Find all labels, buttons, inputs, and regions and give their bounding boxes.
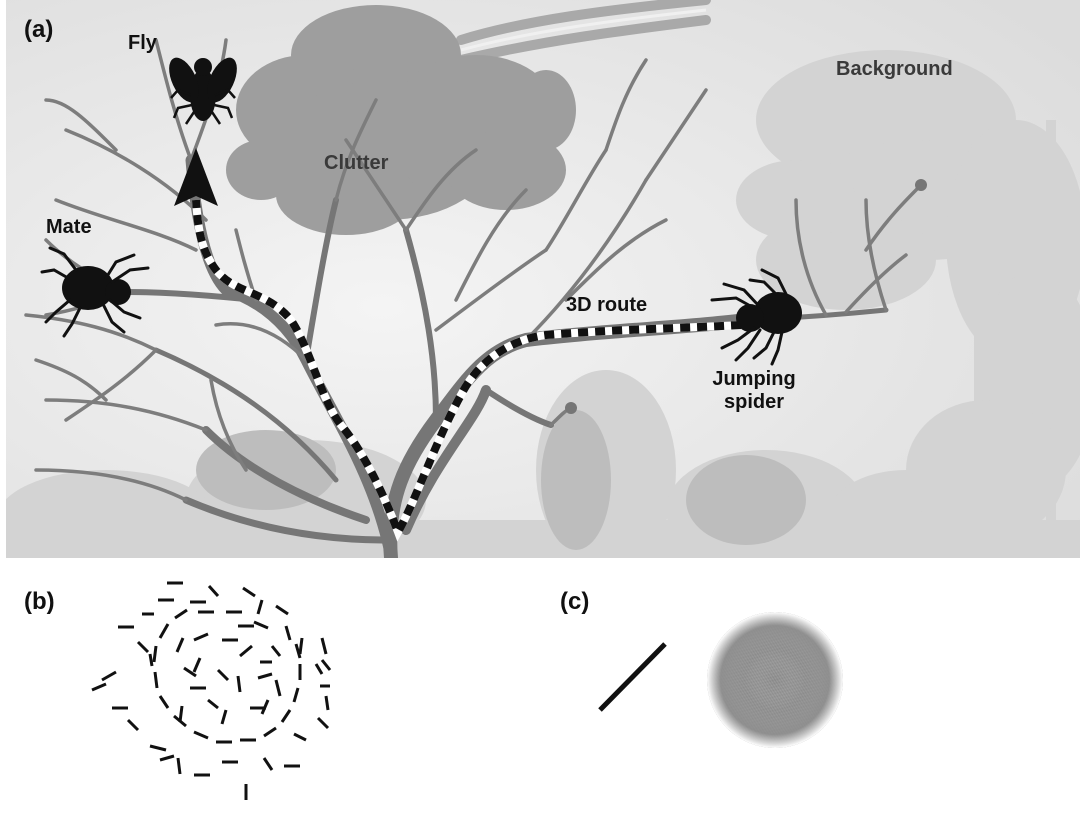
fly-label: Fly xyxy=(128,32,157,55)
oriented-line xyxy=(600,644,665,710)
clutter-label: Clutter xyxy=(324,152,388,175)
panel-b-letter: (b) xyxy=(24,588,55,616)
panels-b-c-graphics xyxy=(0,560,1080,818)
forest-scene xyxy=(6,0,1080,558)
jumping-spider-label: Jumping spider xyxy=(704,368,804,414)
fly-silhouette xyxy=(163,53,243,124)
jumping-spider-label-line1: Jumping xyxy=(704,368,804,391)
gabor-patch xyxy=(707,612,843,748)
panel-a-letter: (a) xyxy=(24,16,53,44)
jumping-spider-label-line2: spider xyxy=(704,391,804,414)
panels-b-c: (b) (c) xyxy=(0,560,1080,818)
panel-c-letter: (c) xyxy=(560,588,589,616)
background-label: Background xyxy=(836,58,953,81)
contour-field xyxy=(92,583,330,800)
panel-a-illustration: (a) Fly Clutter Background Mate 3D route… xyxy=(6,0,1080,558)
mate-label: Mate xyxy=(46,216,92,239)
route-label: 3D route xyxy=(566,294,647,317)
